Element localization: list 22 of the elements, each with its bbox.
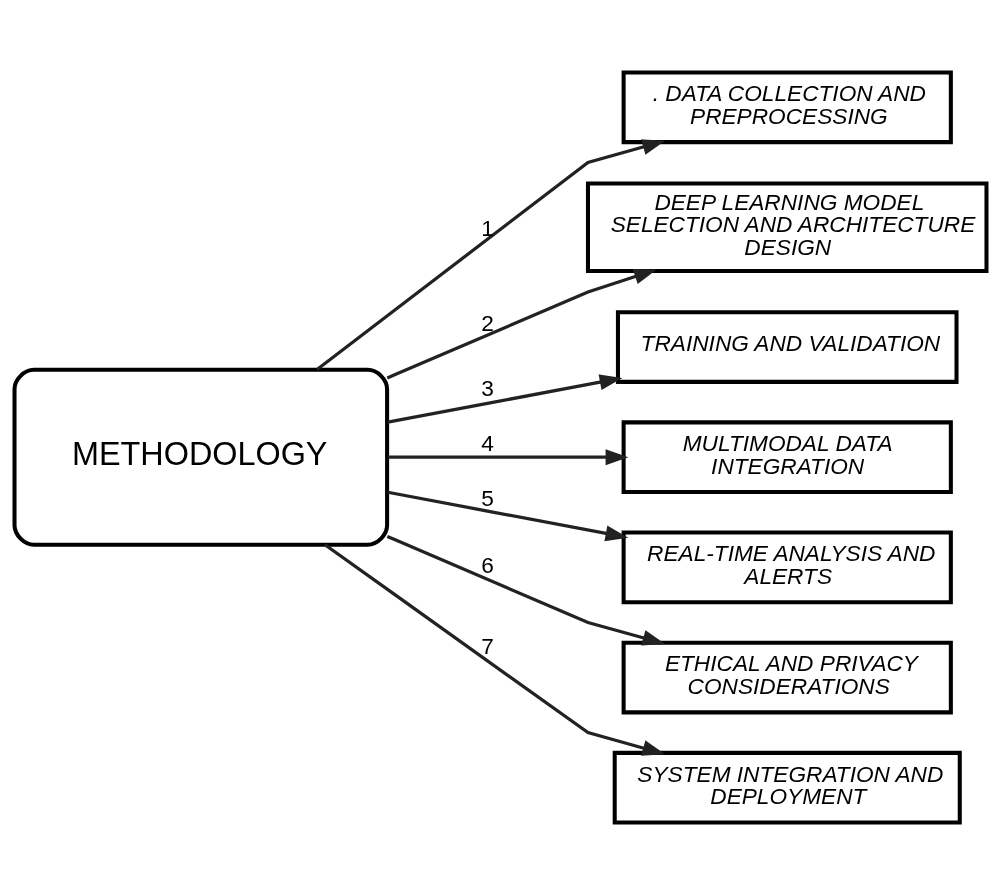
arrow bbox=[387, 374, 623, 424]
node-box: TRAINING AND VALIDATION bbox=[615, 310, 959, 384]
arrow bbox=[386, 268, 657, 380]
node-box: METHODOLOGY bbox=[12, 367, 390, 547]
edge-label: 5 bbox=[481, 485, 494, 512]
arrow bbox=[387, 449, 629, 466]
node-box: ETHICAL AND PRIVACY CONSIDERATIONS bbox=[621, 640, 953, 715]
arrow bbox=[387, 490, 629, 542]
arrow bbox=[386, 534, 666, 646]
edge-label: 7 bbox=[481, 632, 494, 659]
node-box: MULTIMODAL DATA INTEGRATION bbox=[621, 420, 953, 495]
edge-label: 4 bbox=[481, 430, 494, 457]
edge-label: 3 bbox=[481, 374, 494, 401]
edge-label: 1 bbox=[481, 214, 494, 241]
node-box: . DATA COLLECTION AND PREPROCESSING bbox=[621, 70, 953, 145]
arrow bbox=[324, 543, 666, 756]
node-box: DEEP LEARNING MODEL SELECTION AND ARCHITECTURE DESIGN bbox=[585, 181, 989, 273]
edge-label: 2 bbox=[481, 310, 494, 337]
node-box: SYSTEM INTEGRATION AND DEPLOYMENT bbox=[612, 750, 962, 825]
node-box: REAL-TIME ANALYSIS AND ALERTS bbox=[621, 530, 953, 605]
arrow bbox=[316, 139, 666, 371]
edge-label: 6 bbox=[481, 551, 494, 578]
